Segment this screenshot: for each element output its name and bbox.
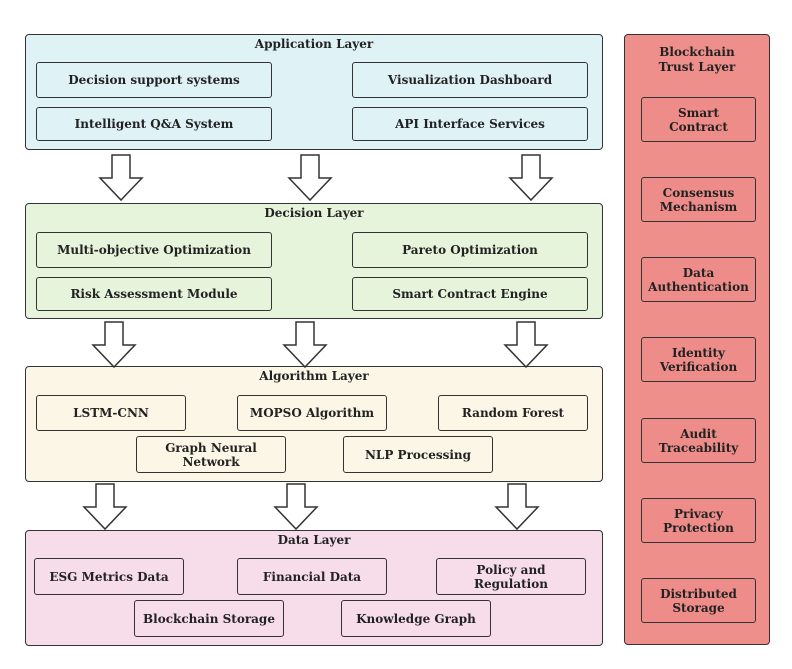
down-arrow-icon: [282, 321, 328, 369]
esg-metrics-data-box: ESG Metrics Data: [34, 558, 184, 595]
blockchain-trust-layer: Blockchain Trust Layer Smart Contract Co…: [624, 34, 770, 645]
down-arrow-icon: [273, 483, 319, 531]
smart-contract-engine-box: Smart Contract Engine: [352, 277, 588, 311]
data-layer-title: Data Layer: [277, 533, 351, 547]
application-layer-title: Application Layer: [254, 37, 374, 51]
application-layer: Application Layer Decision support syste…: [25, 34, 603, 150]
graph-neural-network-box: Graph Neural Network: [136, 436, 286, 473]
financial-data-box: Financial Data: [237, 558, 387, 595]
down-arrow-icon: [82, 483, 128, 531]
nlp-processing-box: NLP Processing: [343, 436, 493, 473]
api-interface-services-box: API Interface Services: [352, 107, 588, 141]
down-arrow-icon: [91, 321, 137, 369]
visualization-dashboard-box: Visualization Dashboard: [352, 62, 588, 98]
random-forest-box: Random Forest: [438, 395, 588, 431]
data-authentication-box: Data Authentication: [641, 257, 756, 302]
decision-layer-title: Decision Layer: [264, 206, 364, 220]
down-arrow-icon: [508, 154, 554, 202]
down-arrow-icon: [503, 321, 549, 369]
intelligent-qa-system-box: Intelligent Q&A System: [36, 107, 272, 141]
audit-traceability-box: Audit Traceability: [641, 418, 756, 463]
multi-objective-optimization-box: Multi-objective Optimization: [36, 232, 272, 268]
risk-assessment-module-box: Risk Assessment Module: [36, 277, 272, 311]
pareto-optimization-box: Pareto Optimization: [352, 232, 588, 268]
down-arrow-icon: [494, 483, 540, 531]
decision-layer: Decision Layer Multi-objective Optimizat…: [25, 203, 603, 319]
smart-contract-box: Smart Contract: [641, 97, 756, 142]
knowledge-graph-box: Knowledge Graph: [341, 600, 491, 637]
lstm-cnn-box: LSTM-CNN: [36, 395, 186, 431]
consensus-mechanism-box: Consensus Mechanism: [641, 177, 756, 222]
decision-support-systems-box: Decision support systems: [36, 62, 272, 98]
blockchain-storage-box: Blockchain Storage: [134, 600, 284, 637]
policy-and-regulation-box: Policy and Regulation: [436, 558, 586, 595]
identity-verification-box: Identity Verification: [641, 337, 756, 382]
mopso-algorithm-box: MOPSO Algorithm: [237, 395, 387, 431]
data-layer: Data Layer ESG Metrics Data Financial Da…: [25, 530, 603, 646]
blockchain-trust-layer-title: Blockchain Trust Layer: [658, 45, 736, 74]
down-arrow-icon: [98, 154, 144, 202]
algorithm-layer: Algorithm Layer LSTM-CNN MOPSO Algorithm…: [25, 366, 603, 482]
privacy-protection-box: Privacy Protection: [641, 498, 756, 543]
algorithm-layer-title: Algorithm Layer: [259, 369, 369, 383]
distributed-storage-box: Distributed Storage: [641, 578, 756, 623]
down-arrow-icon: [287, 154, 333, 202]
